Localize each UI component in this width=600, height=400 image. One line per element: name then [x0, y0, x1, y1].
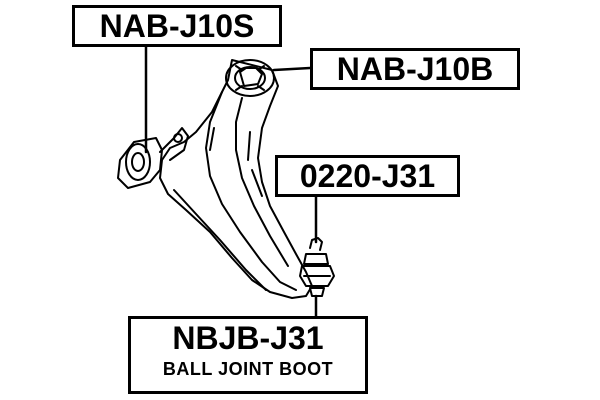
callout-nbjb-j31: NBJB-J31 BALL JOINT BOOT [128, 316, 368, 394]
control-arm-inner-rib [235, 97, 289, 267]
rear-bushing [225, 59, 275, 97]
callout-nab-j10s: NAB-J10S [72, 5, 282, 47]
part-number-label: 0220-J31 [299, 158, 436, 194]
part-number-label: NAB-J10S [99, 8, 255, 44]
control-arm-recess [205, 91, 297, 291]
part-number-label: NAB-J10B [336, 51, 494, 87]
front-bushing [117, 127, 189, 189]
control-arm-lower-edge [173, 189, 267, 291]
callout-nab-j10b: NAB-J10B [310, 48, 520, 90]
control-arm-side-detail [209, 127, 263, 197]
control-arm-outline [159, 59, 313, 299]
callout-0220-j31: 0220-J31 [275, 155, 460, 197]
part-description-label: BALL JOINT BOOT [162, 359, 334, 379]
ball-joint [299, 237, 335, 297]
part-number-label: NBJB-J31 [172, 320, 324, 356]
leader-nab-j10b [272, 66, 312, 72]
